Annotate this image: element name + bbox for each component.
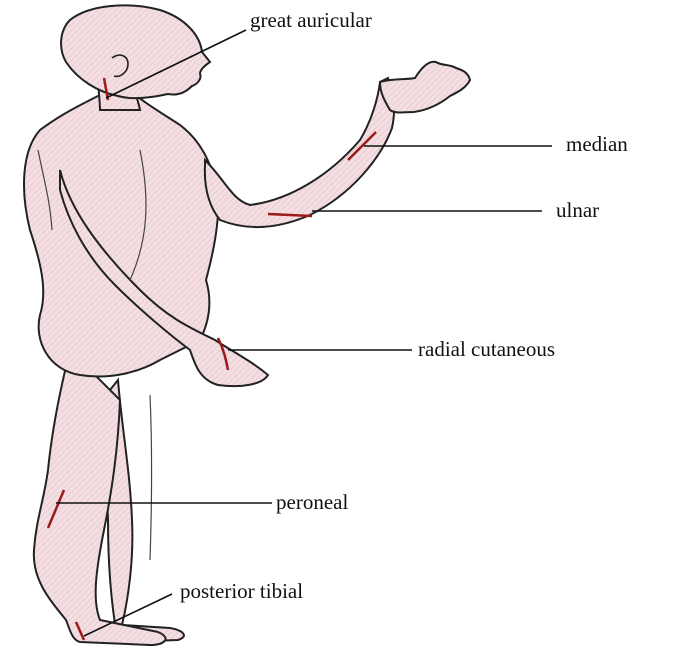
label-ulnar: ulnar [556, 200, 599, 221]
label-median: median [566, 134, 628, 155]
label-great-auricular: great auricular [250, 10, 372, 31]
front-leg [34, 350, 166, 645]
raised-arm [205, 78, 394, 227]
label-peroneal: peroneal [276, 492, 348, 513]
label-radial-cutaneous: radial cutaneous [418, 339, 555, 360]
human-figure [24, 5, 470, 645]
label-posterior-tibial: posterior tibial [180, 581, 303, 602]
raised-hand [380, 62, 470, 113]
